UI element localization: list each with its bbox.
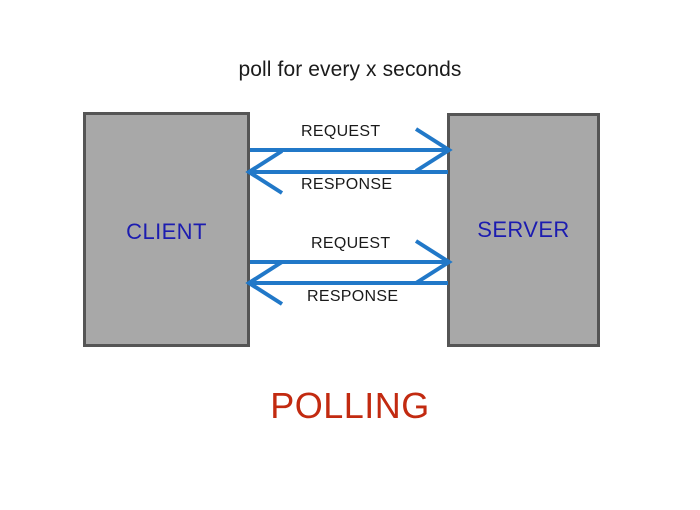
server-node-label: SERVER	[477, 217, 570, 242]
flow-label-response-2: RESPONSE	[307, 288, 399, 305]
flow-label-request-2: REQUEST	[311, 235, 391, 252]
client-node: CLIENT	[83, 112, 250, 347]
diagram-caption: POLLING	[270, 385, 430, 426]
flow-label-response-1: RESPONSE	[301, 176, 393, 193]
client-node-label: CLIENT	[126, 219, 207, 244]
server-node: SERVER	[447, 113, 600, 347]
diagram-title: poll for every x seconds	[238, 58, 462, 81]
flow-label-request-1: REQUEST	[301, 123, 381, 140]
